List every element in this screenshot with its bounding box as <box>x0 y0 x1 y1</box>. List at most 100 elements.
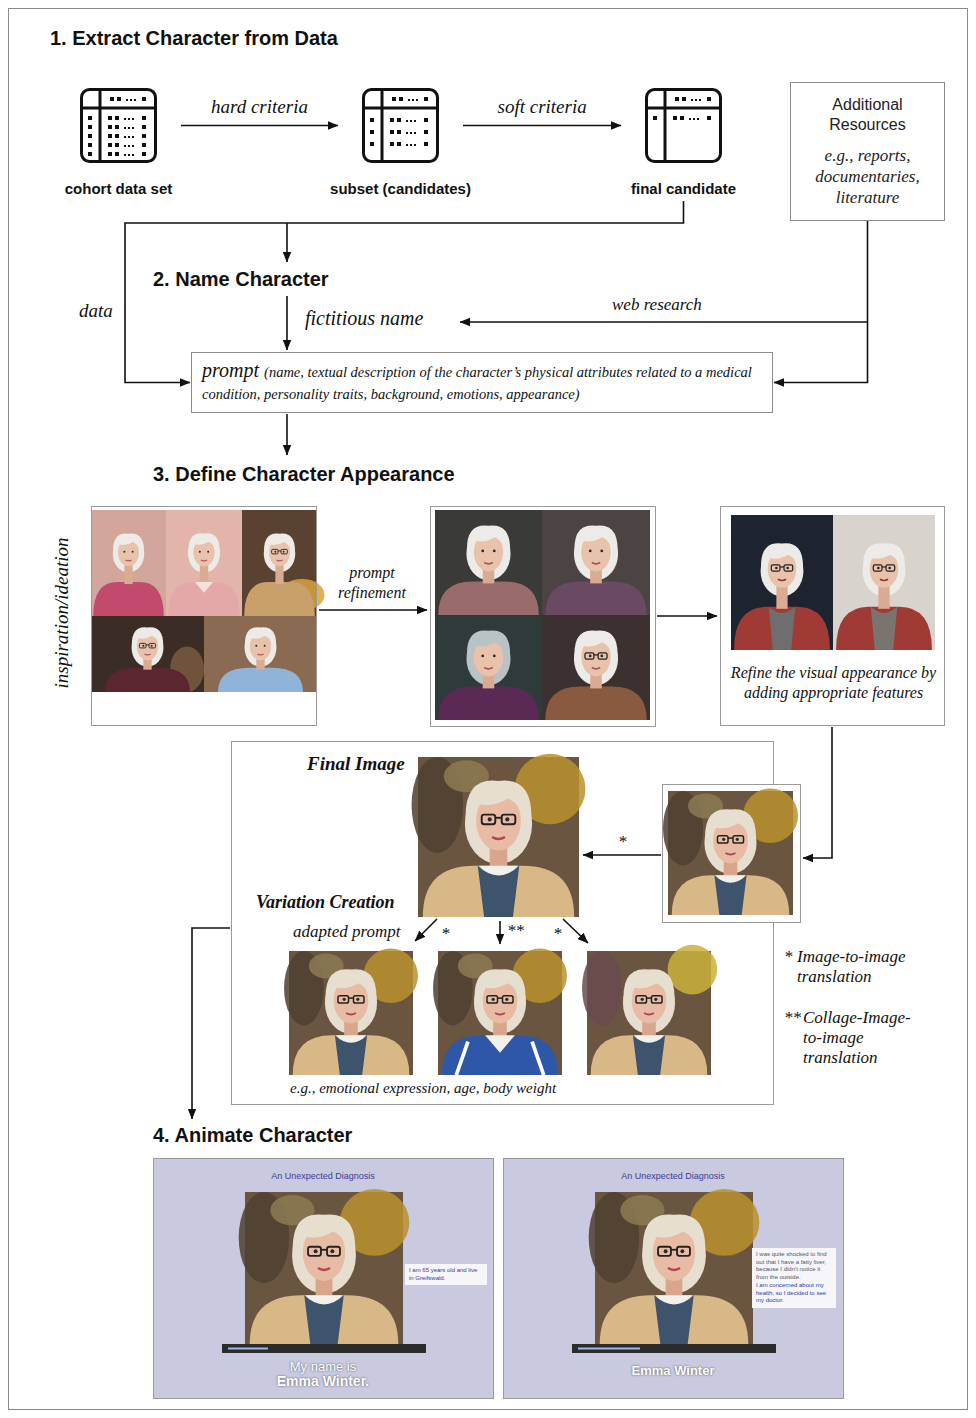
svg-part <box>151 645 153 647</box>
free-label: * <box>553 924 562 944</box>
svg-part <box>314 1249 318 1253</box>
flow-arrow <box>286 223 288 262</box>
free-label: prompt refinement <box>330 563 414 603</box>
image-panel: inspiration/ideation <box>91 506 317 726</box>
portrait-photo <box>412 754 586 917</box>
svg-part <box>204 616 317 692</box>
svg-part <box>343 998 346 1001</box>
photo-group <box>91 510 935 1344</box>
svg-part <box>582 951 622 1025</box>
caption-bubble: I was quite shocked to find out that I h… <box>752 1248 836 1308</box>
box-border <box>773 923 774 1105</box>
svg-part <box>733 836 744 843</box>
svg-part <box>272 549 278 554</box>
portrait-photo <box>242 510 325 616</box>
svg-part <box>778 579 786 580</box>
svg-part <box>722 838 725 841</box>
svg-part <box>487 996 498 1003</box>
flow-arrow <box>415 919 437 941</box>
free-label: * <box>784 947 793 967</box>
svg-part <box>255 645 257 647</box>
svg-part <box>671 1249 677 1251</box>
svg-part <box>264 645 266 647</box>
flow-arrow <box>563 919 588 943</box>
svg-part <box>149 643 155 648</box>
node-text: An Unexpected Diagnosis <box>153 1171 493 1181</box>
svg-part <box>871 607 898 650</box>
svg-part <box>91 510 166 616</box>
svg-part <box>641 998 644 1001</box>
svg-part <box>589 655 592 658</box>
svg-part <box>771 565 780 571</box>
node-text: Additional Resources <box>797 95 938 135</box>
portrait-photo <box>663 789 798 915</box>
svg-part <box>726 853 736 855</box>
svg-part <box>651 996 662 1003</box>
svg-part <box>498 997 503 998</box>
portrait-photo <box>731 515 833 650</box>
svg-part <box>91 616 204 692</box>
svg-part <box>545 686 647 720</box>
node-text: final candidate <box>631 180 736 197</box>
svg-part <box>327 1247 340 1256</box>
svg-part <box>775 567 778 570</box>
flow-arrow <box>657 615 717 617</box>
svg-part <box>880 579 888 580</box>
node-text: Refine the visual appearance by adding a… <box>727 663 940 703</box>
variation-box: Final ImageVariation Creationadapted pro… <box>231 741 773 1105</box>
svg-part <box>245 627 276 651</box>
table-icon-node: cohort data set <box>80 88 157 163</box>
svg-part <box>207 551 209 553</box>
free-label: 4. Animate Character <box>153 1124 352 1147</box>
svg-part <box>293 1035 410 1075</box>
svg-part <box>142 645 144 647</box>
svg-part <box>242 510 317 616</box>
svg-part <box>705 809 756 848</box>
portrait-photo <box>435 615 542 720</box>
svg-part <box>873 565 882 571</box>
flow-arrow <box>460 321 868 323</box>
svg-part <box>761 543 803 575</box>
svg-part <box>502 996 513 1003</box>
svg-part <box>166 510 242 616</box>
portrait-photo <box>239 1189 410 1344</box>
svg-part <box>105 668 190 692</box>
svg-part <box>484 563 492 564</box>
video-screenshot: I am 65 years old and live in Greifswald… <box>153 1158 493 1398</box>
svg-part <box>492 998 495 1001</box>
box-border <box>773 741 774 784</box>
video-progress <box>578 1348 640 1350</box>
svg-part <box>335 1035 367 1075</box>
svg-part <box>589 550 592 553</box>
svg-part <box>542 510 650 615</box>
screenshot-ground <box>504 1159 844 1399</box>
node-text: inspiration/ideation <box>51 538 73 689</box>
svg-part <box>199 551 201 553</box>
svg-part <box>636 996 647 1003</box>
svg-part <box>126 559 132 561</box>
node-text: Emma Winter <box>503 1363 843 1378</box>
svg-part <box>600 655 603 658</box>
svg-part <box>668 945 718 995</box>
svg-part <box>356 998 359 1001</box>
free-label: Collage-Image-to-image translation <box>803 1008 928 1068</box>
portrait-photo <box>582 945 717 1075</box>
svg-part <box>113 533 144 556</box>
flow-arrow <box>583 854 661 856</box>
svg-part <box>435 615 542 720</box>
svg-part <box>250 1295 399 1344</box>
table-icon <box>80 88 157 163</box>
svg-part <box>600 550 603 553</box>
video-screenshot: I was quite shocked to find out that I h… <box>503 1158 843 1398</box>
free-label: * <box>441 924 450 944</box>
svg-part <box>505 817 509 821</box>
svg-part <box>244 582 315 616</box>
svg-part <box>442 1035 559 1075</box>
svg-part <box>493 655 496 658</box>
portrait-photo <box>435 510 542 615</box>
free-label: Image-to-image translation <box>797 947 932 987</box>
portrait-photo <box>204 616 317 692</box>
svg-part <box>321 1249 327 1251</box>
svg-part <box>438 581 539 615</box>
